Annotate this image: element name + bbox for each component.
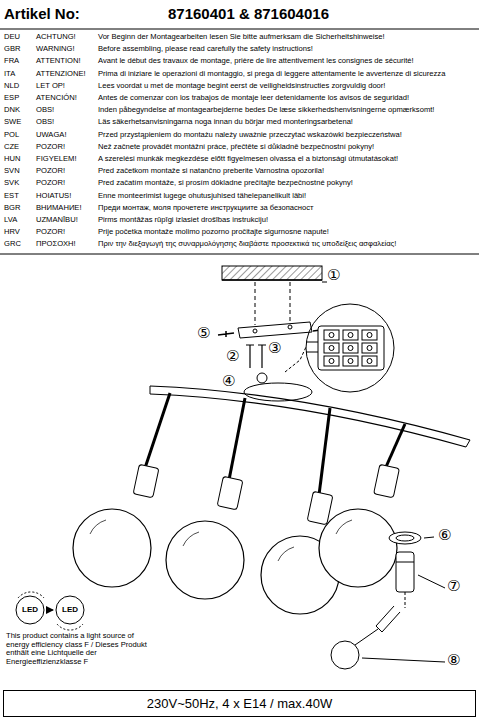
table-cell: OBS! [36, 106, 54, 114]
led-label: LED [62, 606, 78, 615]
glass-globe [166, 521, 244, 599]
table-cell: A szerelési munkák megkezdése előtt figy… [98, 155, 398, 163]
callout-number: ⑧ [447, 653, 460, 668]
led-icon [16, 596, 44, 624]
article-number: 87160401 & 871604016 [168, 6, 329, 23]
detail-circle [306, 304, 394, 392]
lamp-holder [396, 552, 414, 592]
callout-number: ④ [222, 374, 235, 389]
table-cell: FIGYELEM! [36, 155, 77, 163]
table-cell: Pred začetkom montaže si natančno preber… [98, 167, 324, 175]
table-cell: FRA [4, 57, 19, 65]
table-cell: UWAGA! [36, 131, 67, 139]
table-cell: EST [4, 192, 19, 200]
table-cell: SVK [4, 179, 19, 187]
table-cell: POZOR! [36, 179, 65, 187]
table-cell: Πριν την διεξαγωγή της συναρμολόγησης δι… [98, 240, 396, 248]
table-cell: Vor Beginn der Montagearbeiten lesen Sie… [98, 33, 385, 41]
table-cell: Než začnete provádět montážní práce, pře… [98, 143, 374, 151]
table-cell: POZOR! [36, 143, 65, 151]
table-cell: Przed przystąpieniem do montażu należy u… [98, 131, 402, 139]
table-cell: UZMANĪBU! [36, 216, 78, 224]
bulb-base [376, 606, 400, 632]
table-cell: GBR [4, 45, 20, 53]
table-cell: Antes de comenzar con los trabajos de mo… [98, 94, 409, 102]
screw [218, 331, 234, 337]
table-cell: WARNING! [36, 45, 75, 53]
table-cell: ACHTUNG! [36, 33, 76, 41]
table-cell: DNK [4, 106, 20, 114]
energy-note: This product contains a light source of … [6, 632, 156, 667]
led-label: LED [22, 606, 38, 615]
table-cell: POL [4, 131, 19, 139]
table-cell: ВНИМАНИЕ! [36, 204, 82, 212]
glass-globe [73, 509, 151, 587]
screw [246, 345, 254, 368]
callout-number: ⑥ [438, 528, 451, 543]
table-cell: GRC [4, 240, 21, 248]
article-number: Artikel No: [4, 6, 80, 23]
bulb [331, 641, 359, 669]
rating-box: 230V~50Hz, 4 x E14 / max.40W [3, 690, 476, 717]
rule [0, 254, 479, 255]
rating-text: 230V~50Hz, 4 x E14 / max.40W [147, 696, 332, 711]
table-cell: POZOR! [36, 228, 65, 236]
lamp-holder [133, 464, 159, 498]
table-cell: LVA [4, 216, 17, 224]
table-cell: BGR [4, 204, 20, 212]
rule [0, 29, 479, 30]
ceiling [222, 266, 322, 280]
table-cell: Enne monteerimist lugege ohutusjuhised t… [98, 192, 306, 200]
table-cell: POZOR! [36, 167, 65, 175]
table-cell: ATTENZIONE! [36, 70, 86, 78]
table-cell: SWE [4, 118, 21, 126]
table-cell: HOIATUS! [36, 192, 71, 200]
table-cell: Prima di iniziare le operazioni di monta… [98, 70, 445, 78]
table-cell: Inden påbegyndelse af montagearbejderne … [98, 106, 434, 114]
callout-number: ③ [268, 341, 281, 356]
table-cell: Pirms montāžas rūpīgi izlasiet drošības … [98, 216, 268, 224]
ring [389, 532, 421, 544]
led-icon [56, 596, 84, 624]
ground-symbol [257, 373, 267, 383]
table-cell: Prije početka montaže molimo pozorno pro… [98, 228, 329, 236]
table-cell: Lees voordat u met de montage begint eer… [98, 82, 385, 90]
table-cell: HUN [4, 155, 20, 163]
bar [150, 386, 470, 440]
table-cell: CZE [4, 143, 19, 151]
table-cell: Avant le début des travaux de montage, p… [98, 57, 414, 65]
table-cell: Преди монтаж, моля прочетете инструкциит… [98, 204, 314, 212]
mounting-bracket [238, 322, 312, 338]
table-cell: ITA [4, 70, 15, 78]
table-cell: ESP [4, 94, 19, 102]
lamp-holder [307, 491, 333, 525]
screw [258, 345, 266, 368]
table-cell: SVN [4, 167, 20, 175]
table-cell: Pred začatím montáže, si prosím dôkladne… [98, 179, 353, 187]
callout-number: ② [226, 349, 239, 364]
table-cell: DEU [4, 33, 20, 41]
table-cell: ATTENTION! [36, 57, 81, 65]
callout-number: ⑦ [447, 579, 460, 594]
lamp-holder [374, 464, 400, 498]
table-cell: LET OP! [36, 82, 65, 90]
table-cell: Before assembling, please read carefully… [98, 45, 313, 53]
table-cell: Läs säkerhetsanvisningarna noga innan du… [98, 118, 353, 126]
callout-number: ① [327, 268, 340, 283]
table-cell: HRV [4, 228, 20, 236]
table-cell: OBS! [36, 118, 54, 126]
glass-globe [319, 509, 397, 587]
table-cell: NLD [4, 82, 19, 90]
table-cell: ΠΡΟΣΟΧΗ! [36, 240, 76, 248]
callout-number: ⑤ [197, 326, 210, 341]
lamp-holder [217, 476, 243, 510]
terminal-block [318, 326, 384, 370]
table-cell: ATENCIÓN! [36, 94, 77, 102]
